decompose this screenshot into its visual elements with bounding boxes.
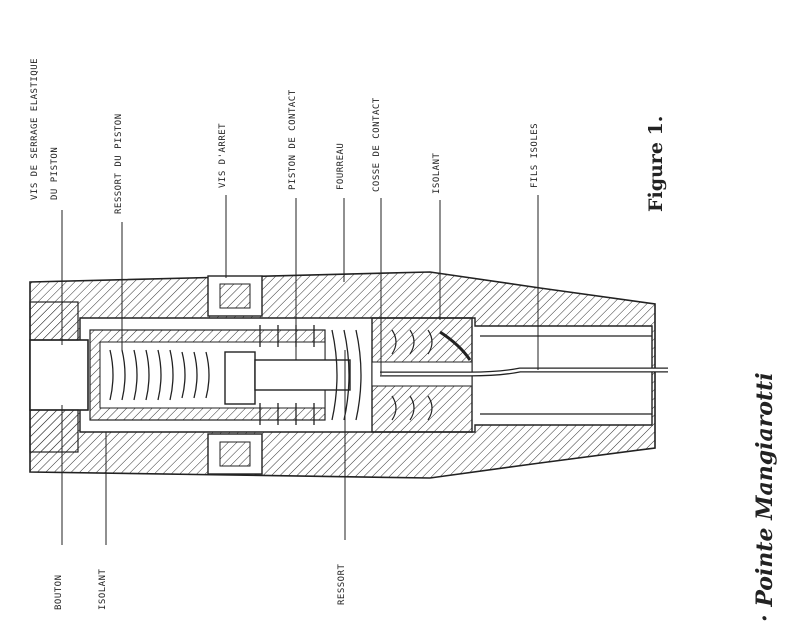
label-fils-isoles: FILS ISOLES: [530, 122, 540, 188]
label-isolant-bottom: ISOLANT: [98, 568, 108, 610]
block-coils: [391, 329, 433, 421]
label-ressort: RESSORT: [337, 563, 347, 605]
figure-label: Figure 1.: [645, 115, 667, 212]
leader-lines-top: [61, 195, 539, 375]
vis-arret-bottom-inner: [219, 441, 251, 467]
label-vis-serrage: VIS DE SERRAGE ELASTIQUE: [30, 57, 40, 200]
bouton-cap-lower: [29, 409, 79, 453]
leader-lines-bottom: [61, 350, 346, 545]
piston-head: [224, 351, 256, 405]
label-bouton: BOUTON: [54, 574, 64, 610]
label-ressort-piston: RESSORT DU PISTON: [114, 113, 124, 214]
piston-rod: [254, 359, 351, 391]
piston-spring: [109, 349, 210, 401]
bouton-part: [29, 339, 89, 411]
bouton-cap: [29, 301, 79, 341]
label-vis-arret: VIS D'ARRET: [218, 122, 228, 188]
caption: · Pointe Mangiarotti: [752, 372, 778, 622]
vis-arret-top-inner: [219, 283, 251, 309]
label-cosse-contact: COSSE DE CONTACT: [372, 97, 382, 192]
label-isolant-top: ISOLANT: [432, 152, 442, 194]
label-piston-contact: PISTON DE CONTACT: [288, 89, 298, 190]
label-du-piston: DU PISTON: [50, 146, 60, 200]
label-fourreau: FOURREAU: [336, 142, 346, 190]
wire-bundle: [439, 330, 472, 361]
